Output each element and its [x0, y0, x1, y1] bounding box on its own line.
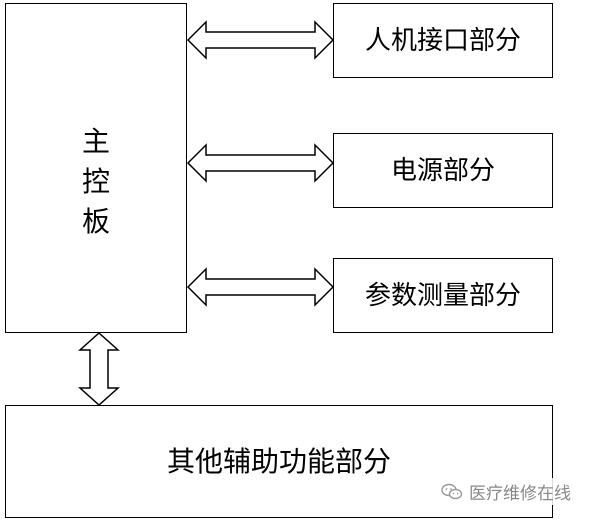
- parameter-module-box: 参数测量部分: [333, 258, 553, 333]
- parameter-module-label: 参数测量部分: [364, 280, 521, 311]
- main-board-label: 主 控 板: [6, 122, 186, 242]
- main-board-char-1: 主: [81, 125, 110, 158]
- arrow-main-power: [186, 143, 335, 183]
- main-board-char-3: 板: [81, 205, 110, 238]
- arrow-main-hmi: [186, 20, 335, 60]
- hmi-module-label: 人机接口部分: [364, 25, 521, 56]
- main-board-char-2: 控: [81, 165, 110, 198]
- arrow-main-auxiliary: [78, 331, 120, 407]
- power-module-box: 电源部分: [333, 133, 553, 208]
- watermark: 医疗维修在线: [438, 478, 574, 505]
- power-module-label: 电源部分: [390, 155, 495, 186]
- auxiliary-module-label: 其他辅助功能部分: [166, 444, 391, 478]
- wechat-icon: [441, 483, 463, 501]
- watermark-text: 医疗维修在线: [469, 484, 571, 504]
- main-board-box: 主 控 板: [5, 3, 187, 333]
- arrow-main-parameter: [186, 267, 335, 307]
- hmi-module-box: 人机接口部分: [333, 3, 553, 78]
